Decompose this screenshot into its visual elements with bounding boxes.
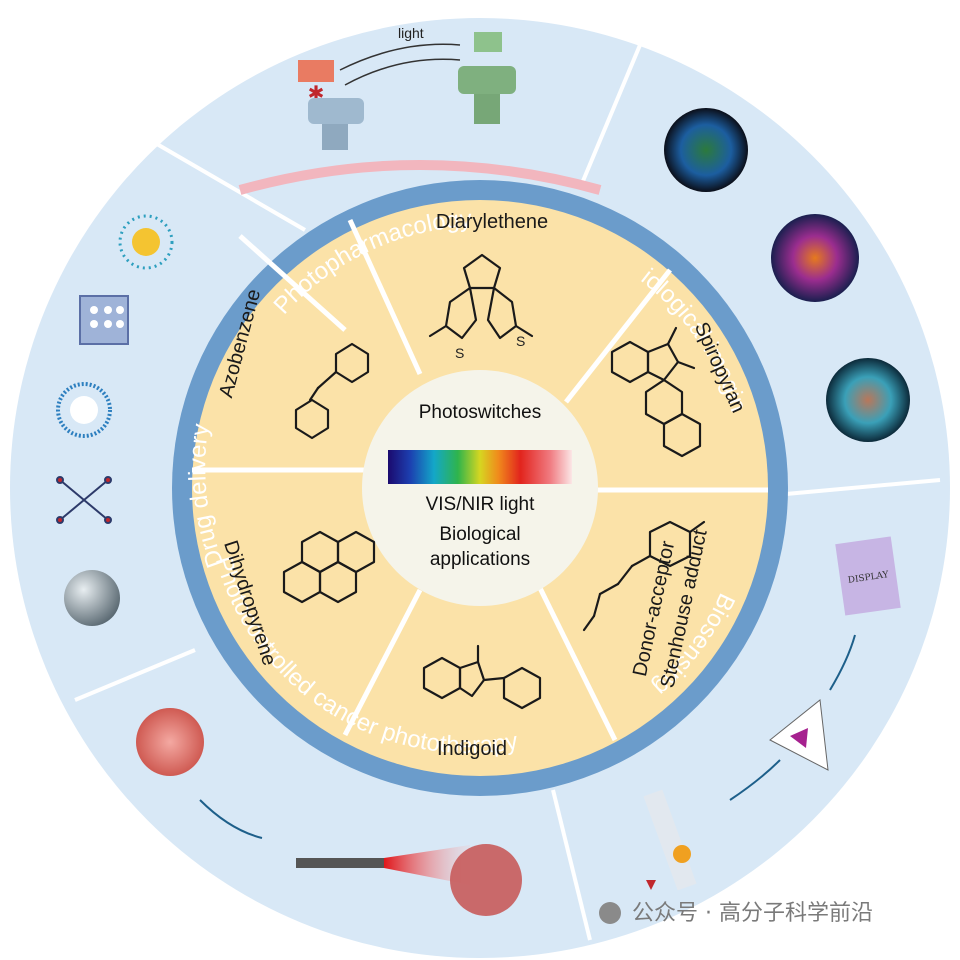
azobenzene-structure: [294, 342, 370, 440]
diarylethene-structure: [428, 253, 534, 340]
drug-carrier-framework: [79, 295, 129, 345]
micrograph-image: [664, 108, 748, 192]
center-apps-line2: applications: [430, 549, 530, 570]
biosensing-illustration: DISPLAY: [643, 536, 901, 891]
spiropyran-structure: [610, 326, 702, 458]
micrograph-image: [826, 358, 910, 442]
spectrum-label: VIS/NIR light: [426, 494, 535, 515]
dihydropyrene-structure: [282, 530, 376, 604]
sulfur-atom-label: S: [455, 345, 464, 361]
segment-label-indigoid: Indigoid: [437, 738, 507, 760]
stenhouse-adduct-structure: [582, 520, 706, 632]
center-circle: [362, 370, 598, 606]
center-apps-line1: Biological: [439, 524, 520, 545]
segment-dividers: [192, 218, 768, 742]
center-title: Photoswitches: [419, 402, 542, 423]
indigoid-structure: [422, 644, 542, 710]
svg-text:公众号 · 高分子科学前沿: 公众号 · 高分子科学前沿: [632, 901, 873, 926]
outer-dividers: [74, 44, 941, 941]
drug-carrier-nanoparticle: [64, 570, 120, 626]
photopharmacology-illustration: ✱ light: [238, 25, 602, 195]
sulfur-atom-label: S: [516, 333, 525, 349]
cancer-phototherapy-illustration: [136, 708, 522, 916]
micrograph-image: [771, 214, 859, 302]
light-spectrum-bar: [388, 450, 572, 484]
segment-label-diarylethene: Diarylethene: [436, 211, 548, 233]
light-label: light: [398, 25, 424, 41]
drug-carrier-liposome: [56, 382, 112, 438]
drug-carrier-dendrimer: [56, 476, 112, 524]
watermark: 公众号 · 高分子科学前沿: [599, 901, 873, 926]
drug-carrier-micelle: [118, 214, 174, 270]
